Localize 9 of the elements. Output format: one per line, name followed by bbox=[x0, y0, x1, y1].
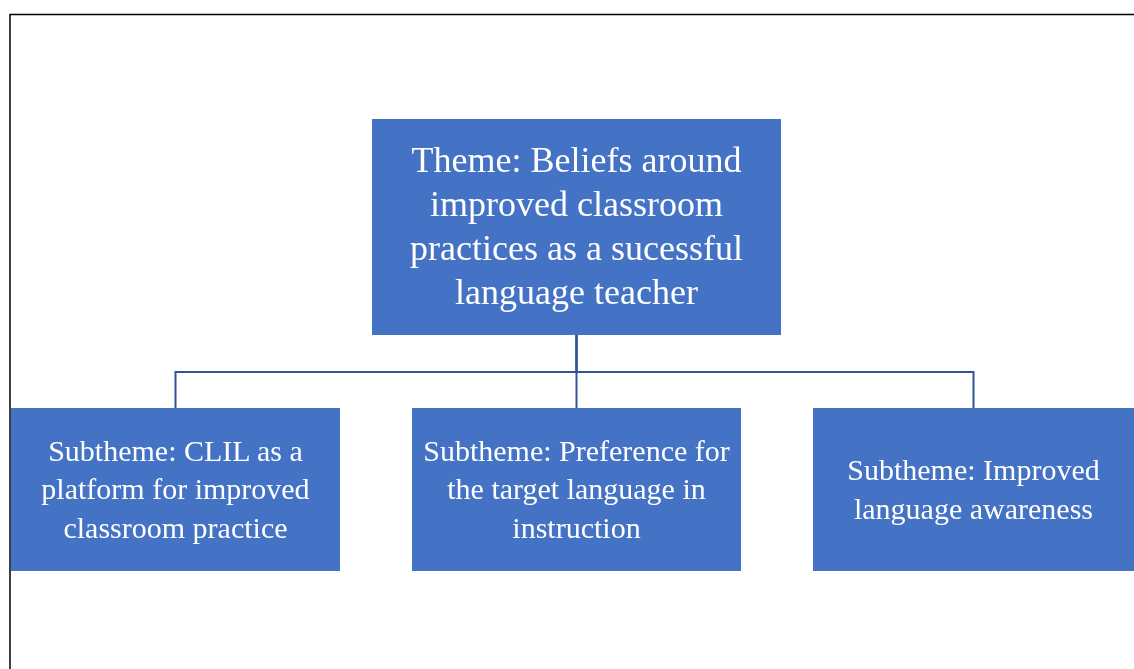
node-text: Subtheme: Improved language awareness bbox=[846, 452, 1101, 527]
connector-line bbox=[575, 334, 975, 409]
node-text: Subtheme: Preference for the target language in instruction bbox=[422, 433, 731, 546]
subtheme-box bbox=[412, 408, 741, 571]
theme-box bbox=[372, 119, 781, 335]
subtheme-box bbox=[11, 408, 340, 571]
node-text: Theme: Beliefs around improved classroom practices as a sucessful language teacher bbox=[409, 139, 744, 314]
node-text: Subtheme: CLIL as a platform for improved classroom practice bbox=[40, 433, 311, 546]
subtheme-box bbox=[813, 408, 1134, 571]
